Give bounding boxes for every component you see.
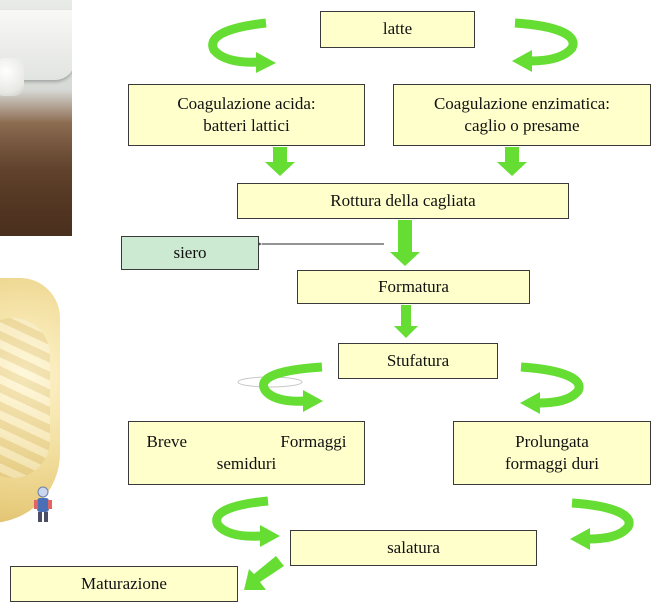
curved-arrow-salatura-left-head — [260, 525, 280, 547]
curved-arrow-salatura-left — [212, 496, 269, 541]
node-acida-line2: batteri lattici — [203, 116, 290, 135]
node-formatura-label: Formatura — [378, 276, 449, 296]
node-salatura: salatura — [290, 530, 537, 566]
node-siero-label: siero — [173, 242, 207, 262]
node-salatura-label: salatura — [387, 537, 440, 557]
curved-arrow-salatura-right — [571, 498, 634, 544]
diagonal-arrow-maturazione — [244, 556, 284, 590]
node-enzimatica-line2: caglio o presame — [464, 116, 580, 135]
node-formatura: Formatura — [297, 270, 530, 304]
curved-arrow-stufatura-left — [259, 362, 323, 406]
hard-cheese-photo — [0, 278, 62, 530]
fresh-cheese-photo — [0, 0, 72, 236]
node-coagulazione-acida: Coagulazione acida: batteri lattici — [128, 84, 365, 146]
node-breve-formaggi: Formaggi — [280, 431, 347, 451]
down-arrow-rottura — [390, 220, 420, 266]
node-rottura-label: Rottura della cagliata — [330, 190, 476, 210]
curved-arrow-latte-left — [208, 18, 267, 67]
curved-arrow-latte-right — [514, 18, 578, 66]
curved-arrow-stufatura-right-head — [520, 392, 540, 414]
node-stufatura: Stufatura — [338, 343, 498, 379]
node-prolungata-line1: Prolungata — [515, 431, 589, 451]
node-breve: Breve Formaggi semiduri — [128, 421, 365, 485]
curved-arrow-stufatura-left-head — [303, 390, 323, 412]
node-breve-line1: Breve Formaggi — [147, 431, 347, 453]
node-breve-line2: semiduri — [216, 454, 277, 473]
node-rottura-cagliata: Rottura della cagliata — [237, 183, 569, 219]
node-stufatura-label: Stufatura — [386, 350, 450, 370]
node-latte-label: latte — [382, 19, 413, 39]
down-arrow-formatura — [394, 305, 418, 338]
curved-arrow-salatura-right-head — [570, 528, 590, 550]
node-maturazione: Maturazione — [10, 566, 238, 602]
node-enzimatica-line1: Coagulazione enzimatica: — [433, 93, 611, 113]
node-prolungata: Prolungata formaggi duri — [453, 421, 651, 485]
curved-arrow-stufatura-right — [520, 362, 584, 408]
mascot-icon — [34, 486, 52, 522]
down-arrow-enzimatica — [497, 147, 527, 176]
curved-arrow-latte-left-head — [256, 52, 276, 73]
node-coagulazione-enzimatica: Coagulazione enzimatica: caglio o presam… — [393, 84, 651, 146]
node-acida-line1: Coagulazione acida: — [177, 93, 316, 113]
node-latte: latte — [320, 11, 475, 48]
curved-arrow-latte-right-head — [512, 50, 532, 72]
node-maturazione-label: Maturazione — [81, 573, 167, 593]
node-siero: siero — [121, 236, 259, 270]
down-arrow-acida — [265, 147, 295, 176]
node-breve-word: Breve — [146, 431, 188, 451]
node-prolungata-line2: formaggi duri — [505, 454, 599, 473]
